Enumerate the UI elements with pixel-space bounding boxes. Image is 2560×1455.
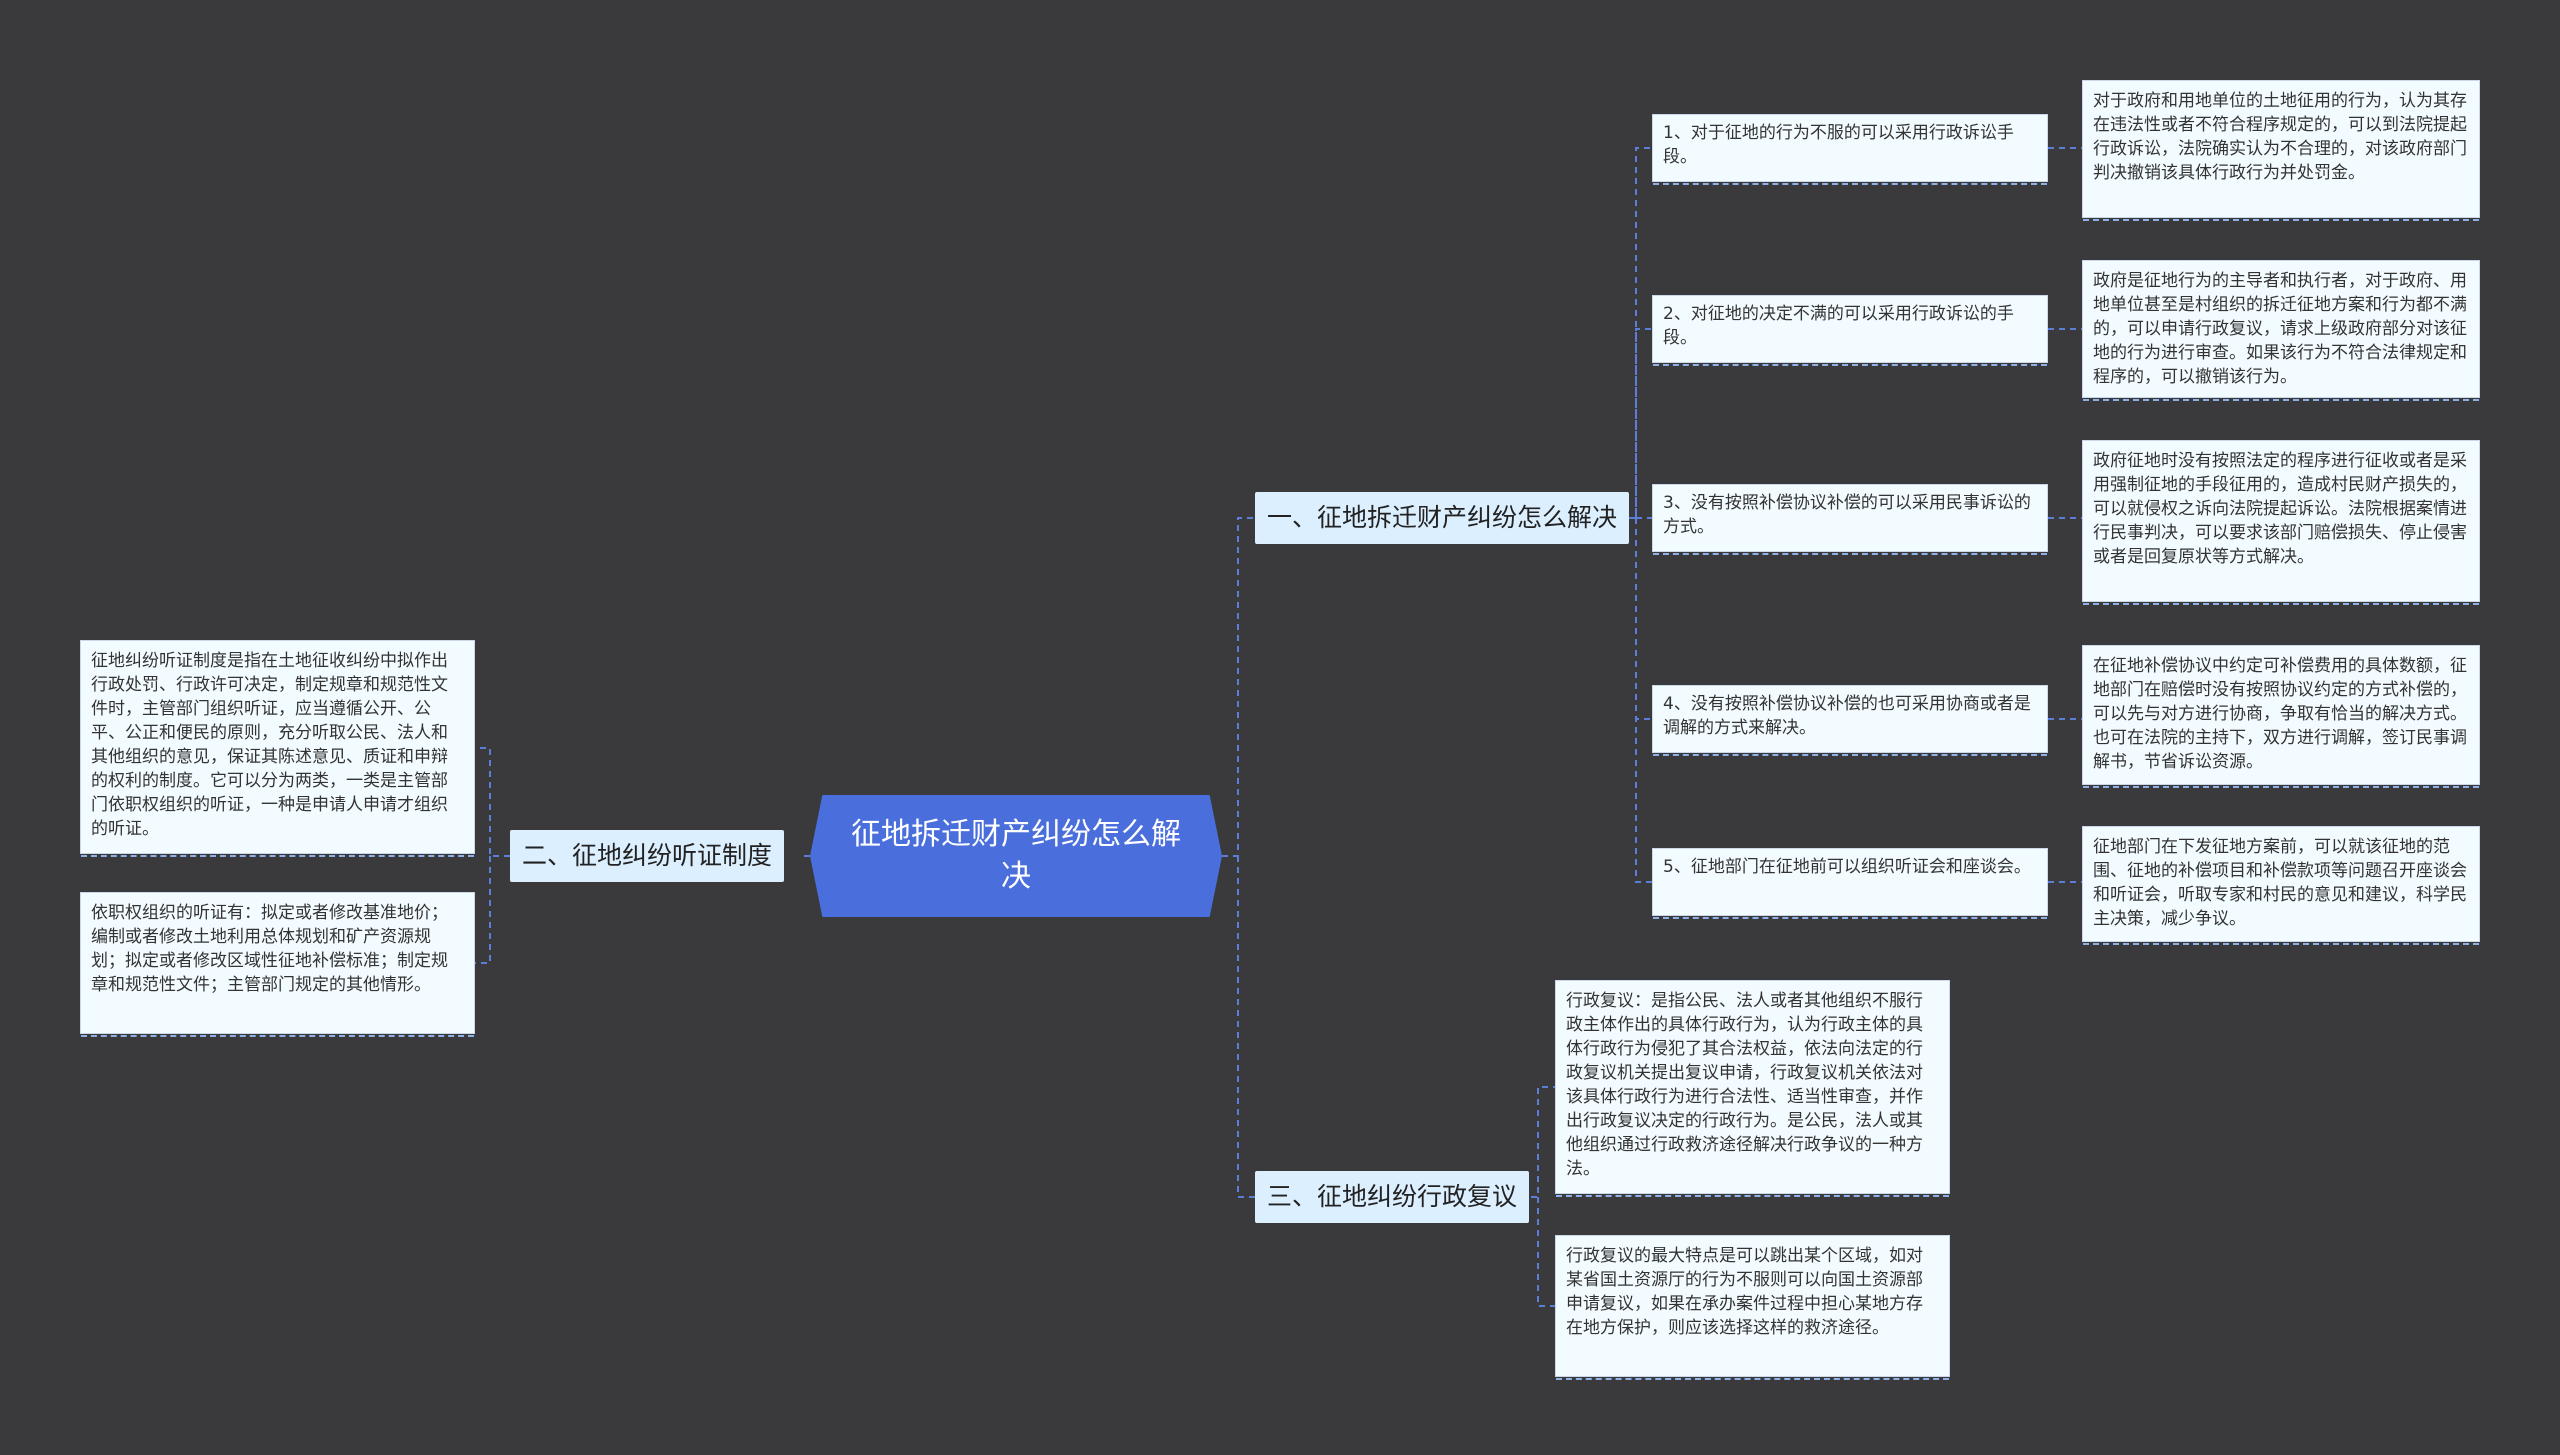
hearing-definition[interactable]: 征地纠纷听证制度是指在土地征收纠纷中拟作出行政处罚、行政许可决定，制定规章和规范… xyxy=(80,640,475,857)
branch-dispute-resolution[interactable]: 一、征地拆迁财产纠纷怎么解决 xyxy=(1255,492,1630,544)
detail-2[interactable]: 政府是征地行为的主导者和执行者，对于政府、用地单位甚至是村组织的拆迁征地方案和行… xyxy=(2082,260,2480,401)
branch-hearing-system[interactable]: 二、征地纠纷听证制度 xyxy=(510,830,785,882)
root-topic[interactable]: 征地拆迁财产纠纷怎么解决 xyxy=(810,795,1222,917)
branch-administrative-review[interactable]: 三、征地纠纷行政复议 xyxy=(1255,1171,1530,1223)
root-title: 征地拆迁财产纠纷怎么解决 xyxy=(851,817,1181,894)
review-definition[interactable]: 行政复议：是指公民、法人或者其他组织不服行政主体作出的具体行政行为，认为行政主体… xyxy=(1555,980,1950,1197)
sub-topic-5[interactable]: 5、征地部门在征地前可以组织听证会和座谈会。 xyxy=(1652,848,2048,919)
sub-topic-3[interactable]: 3、没有按照补偿协议补偿的可以采用民事诉讼的方式。 xyxy=(1652,484,2048,555)
hearing-ex-officio[interactable]: 依职权组织的听证有：拟定或者修改基准地价；编制或者修改土地利用总体规划和矿产资源… xyxy=(80,892,475,1037)
detail-1[interactable]: 对于政府和用地单位的土地征用的行为，认为其存在违法性或者不符合程序规定的，可以到… xyxy=(2082,80,2480,221)
review-feature[interactable]: 行政复议的最大特点是可以跳出某个区域，如对某省国土资源厅的行为不服则可以向国土资… xyxy=(1555,1235,1950,1380)
sub-topic-2[interactable]: 2、对征地的决定不满的可以采用行政诉讼的手段。 xyxy=(1652,295,2048,366)
detail-5[interactable]: 征地部门在下发征地方案前，可以就该征地的范围、征地的补偿项目和补偿款项等问题召开… xyxy=(2082,826,2480,945)
detail-4[interactable]: 在征地补偿协议中约定可补偿费用的具体数额，征地部门在赔偿时没有按照协议约定的方式… xyxy=(2082,645,2480,788)
detail-3[interactable]: 政府征地时没有按照法定的程序进行征收或者是采用强制征地的手段征用的，造成村民财产… xyxy=(2082,440,2480,605)
sub-topic-4[interactable]: 4、没有按照补偿协议补偿的也可采用协商或者是调解的方式来解决。 xyxy=(1652,685,2048,756)
sub-topic-1[interactable]: 1、对于征地的行为不服的可以采用行政诉讼手段。 xyxy=(1652,114,2048,185)
